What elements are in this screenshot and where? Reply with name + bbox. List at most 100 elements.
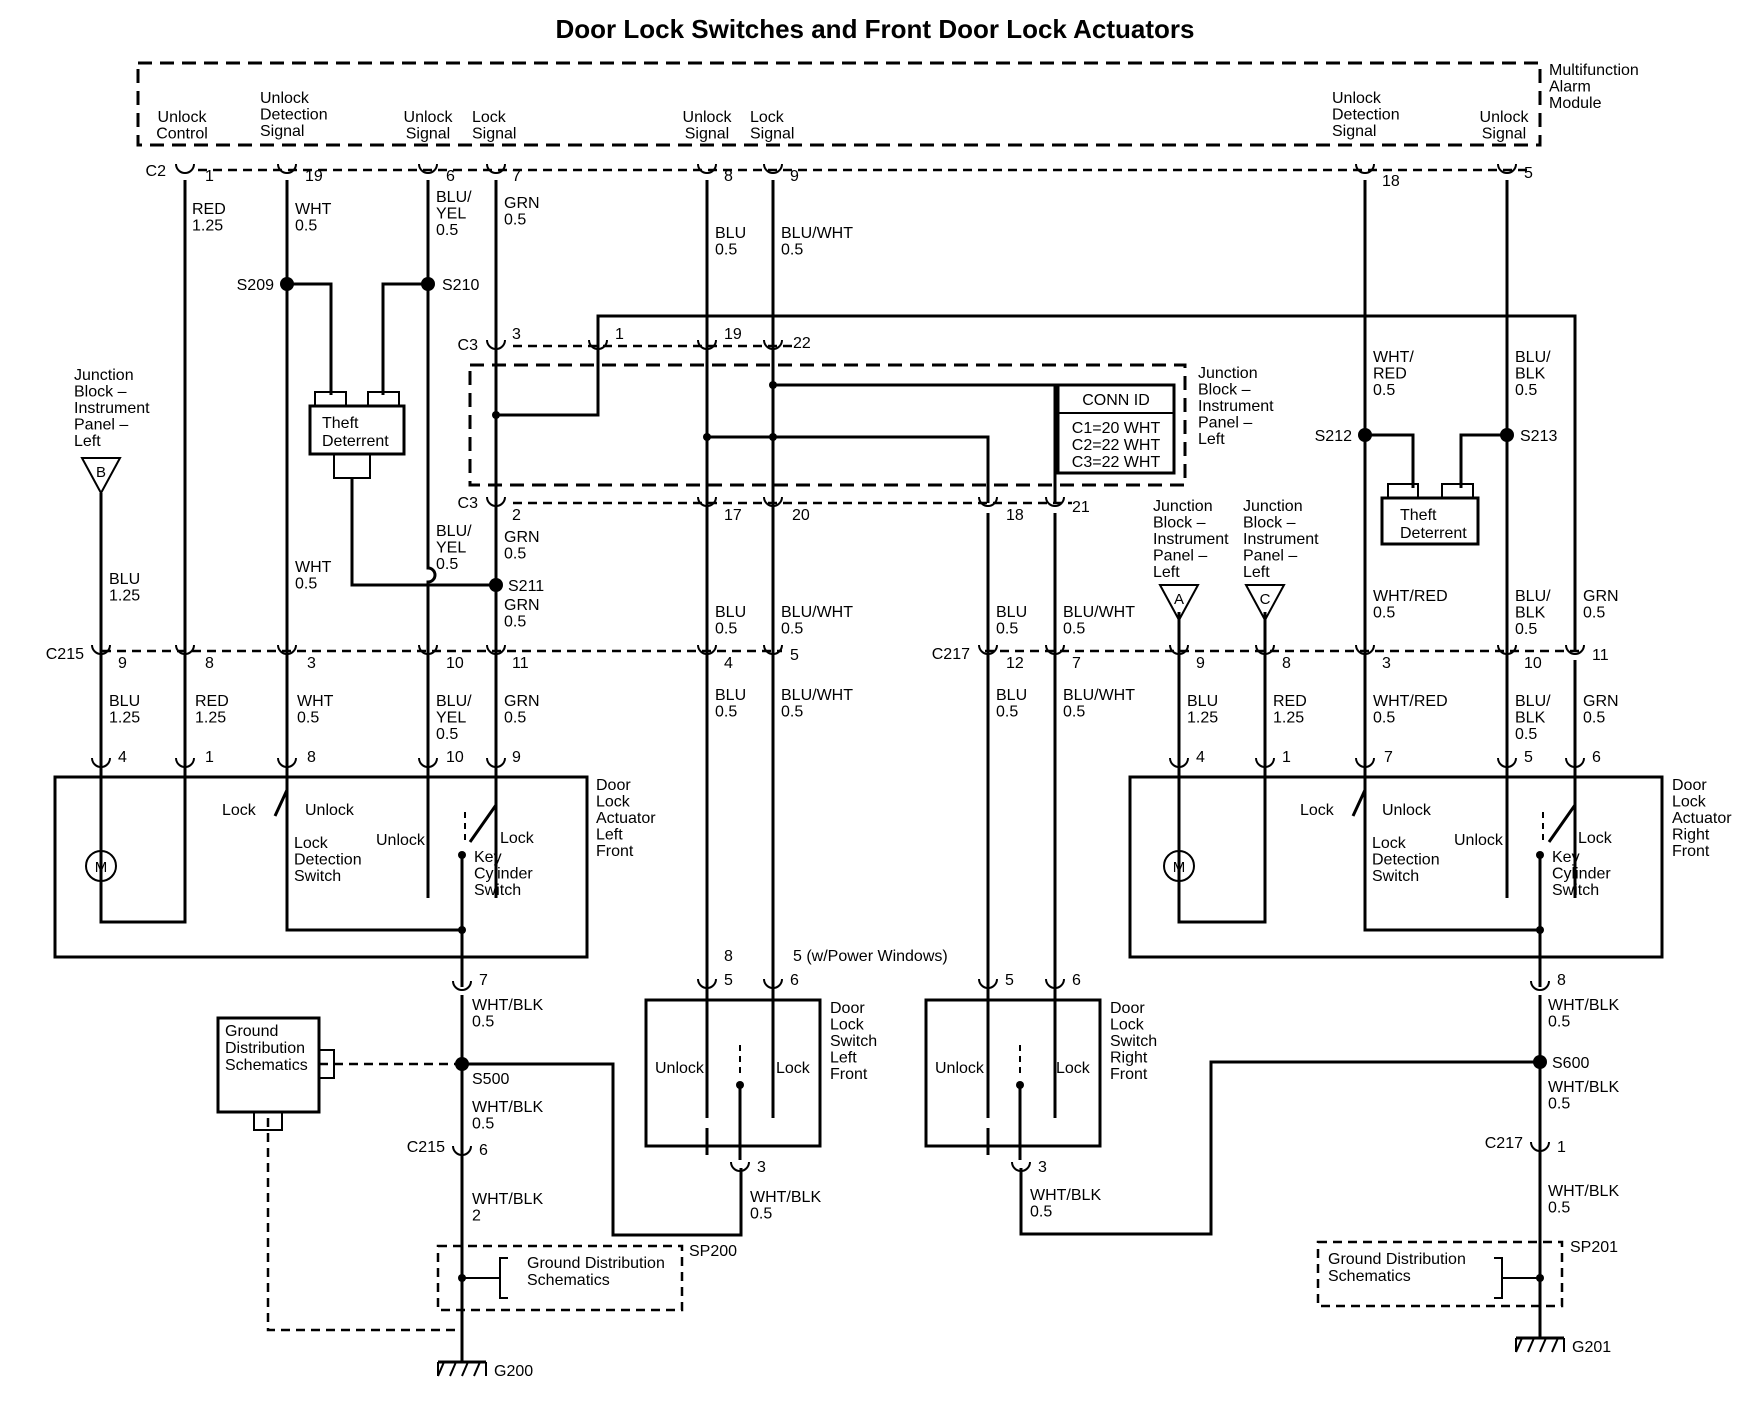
connector-pin (1355, 644, 1375, 655)
pin-label: 18 (1006, 507, 1024, 524)
pin-label: 21 (1072, 499, 1090, 516)
splice-dots (280, 277, 1547, 1282)
module-boxes (53, 61, 1664, 1312)
door-lock-actuator-left-box (53, 775, 589, 959)
junction-block-box (468, 363, 1187, 487)
door-lock-switch-right-box (924, 998, 1102, 1148)
pin-label: 7 (512, 168, 521, 185)
label-unlock-switch-right: Unlock (935, 1060, 985, 1077)
connector-pin (1169, 644, 1189, 655)
connector-pin (1011, 1161, 1031, 1172)
connector-pin (91, 644, 111, 655)
splice-s210 (421, 277, 435, 291)
pin-label: 20 (792, 507, 810, 524)
offpage-b-icon: B (80, 457, 122, 496)
splice-s211 (489, 578, 503, 592)
pin-label: 1 (1282, 749, 1291, 766)
label-lock-left: Lock (222, 802, 257, 819)
pin-label: 6 (446, 168, 455, 185)
label-lock-right: Lock (1300, 802, 1335, 819)
pin-label: 1 (205, 749, 214, 766)
motor-icon: M (1163, 850, 1195, 882)
pin-label: 3 (757, 1159, 766, 1176)
connector-pin (697, 978, 717, 989)
pin-label: 3 (1038, 1159, 1047, 1176)
door-lock-switch-left-box (644, 998, 822, 1148)
label-unlock-switch-left: Unlock (655, 1060, 705, 1077)
connector-pin (697, 163, 717, 174)
pin-label: 3 (512, 326, 521, 343)
pin-label: 10 (446, 655, 464, 672)
pin-label: 5 (1005, 972, 1014, 989)
connector-pin (978, 978, 998, 989)
svg-text:M: M (1173, 859, 1186, 876)
connector-pin (277, 163, 297, 174)
connector-pin (91, 757, 111, 768)
label-unlock-left-key: Unlock (376, 832, 426, 849)
connector-pin (763, 496, 783, 507)
pin-label: 8 (724, 168, 733, 185)
connector-pins (91, 163, 1585, 1172)
connector-pin (1530, 980, 1550, 991)
connector-c215-mid: C215 (46, 646, 84, 663)
connector-dash-lines (102, 168, 1580, 653)
connector-c215-low: C215 (407, 1139, 445, 1156)
door-lock-actuator-right-box (1128, 775, 1664, 959)
pin-label: 9 (790, 168, 799, 185)
pin-label: 7 (1072, 655, 1081, 672)
pin-label: 18 (1382, 173, 1400, 190)
pin-label: 6 (790, 972, 799, 989)
splice-label-s211: S211 (508, 578, 544, 595)
pin-label: 8 (1557, 972, 1566, 989)
ground-distribution-sp200-box (436, 1244, 684, 1312)
pin-label: 11 (512, 655, 529, 672)
connector-pin (697, 496, 717, 507)
connector-pin (763, 644, 783, 655)
label-unlock-right-key: Unlock (1454, 832, 1504, 849)
pin-label: 6 (479, 1142, 488, 1159)
pin-label: 8 (307, 749, 316, 766)
pin-label: 1 (1557, 1139, 1566, 1156)
splice-label-s500: S500 (472, 1071, 509, 1088)
connector-pin (1045, 978, 1065, 989)
multifunction-alarm-module-box (136, 61, 1542, 147)
splice-label-sp201: SP201 (1570, 1239, 1618, 1256)
pin-label: 9 (1196, 655, 1205, 672)
connector-pin (486, 644, 506, 655)
connector-c217-low: C217 (1485, 1135, 1523, 1152)
pin-label: 4 (1196, 749, 1205, 766)
connector-pin (418, 757, 438, 768)
label-lock-switch-left: Lock (776, 1060, 811, 1077)
pin-label: 8 (724, 948, 733, 965)
connector-pin (277, 757, 297, 768)
pin-label: 5 (1524, 749, 1533, 766)
offpage-a-icon: A (1158, 584, 1200, 623)
